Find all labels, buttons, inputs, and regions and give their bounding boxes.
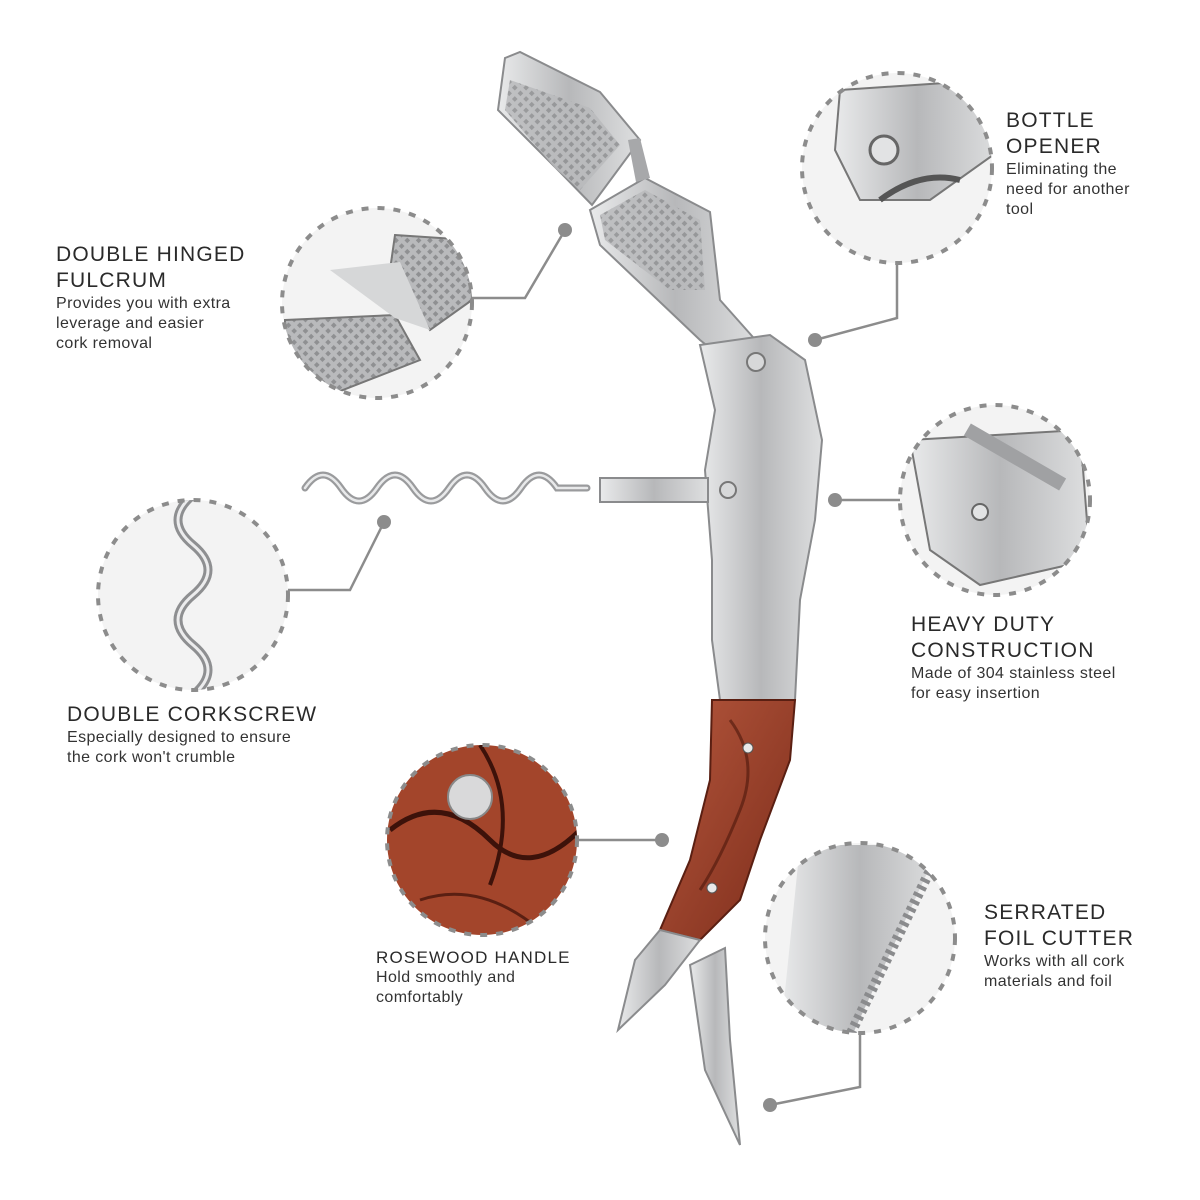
fulcrum-title: DOUBLE HINGED FULCRUM [56,243,246,292]
rosewood-handle [658,699,797,942]
construction-detail-circle [898,403,1092,597]
fulcrum-desc: Provides you with extra leverage and eas… [56,295,231,352]
corkscrew-tool [301,50,824,1146]
fulcrum-callout: DOUBLE HINGED FULCRUM Provides you with … [56,242,245,354]
hinge-rivet [746,352,766,372]
callout-dots [377,223,842,1112]
foil-cutter-title: SERRATED FOIL CUTTER [984,901,1135,950]
handle-desc: Hold smoothly and comfortably [376,969,516,1006]
foil-cutter-callout: SERRATED FOIL CUTTER Works with all cork… [984,900,1134,992]
steel-body [698,333,824,701]
foil-cutter-detail-circle [763,841,957,1035]
fulcrum-detail-circle [280,206,474,400]
bottle-opener-desc: Eliminating the need for another tool [1006,161,1130,218]
construction-callout: HEAVY DUTY CONSTRUCTION Made of 304 stai… [911,612,1116,704]
construction-title: HEAVY DUTY CONSTRUCTION [911,613,1095,662]
corkscrew-callout: DOUBLE CORKSCREW Especially designed to … [67,702,317,768]
blade-tip [616,928,702,1034]
rosewood-detail-circle [385,743,579,937]
construction-desc: Made of 304 stainless steel for easy ins… [911,665,1116,702]
callout-connectors [288,229,900,1107]
bottle-opener-title: BOTTLE OPENER [1006,109,1102,158]
corkscrew-desc: Especially designed to ensure the cork w… [67,729,292,766]
handle-callout: ROSEWOOD HANDLE Hold smoothly and comfor… [376,948,571,1008]
lever-arm [496,50,762,374]
foil-cutter-desc: Works with all cork materials and foil [984,953,1125,990]
bottle-opener-callout: BOTTLE OPENER Eliminating the need for a… [1006,108,1130,220]
corkscrew-detail-circle [96,498,290,692]
screw-rivet [719,481,737,499]
foil-cutter-blade [688,946,741,1146]
handle-title: ROSEWOOD HANDLE [376,948,571,967]
corkscrew-title: DOUBLE CORKSCREW [67,703,318,726]
bottle-opener-detail-circle [800,71,994,265]
worm-spiral [301,471,709,505]
